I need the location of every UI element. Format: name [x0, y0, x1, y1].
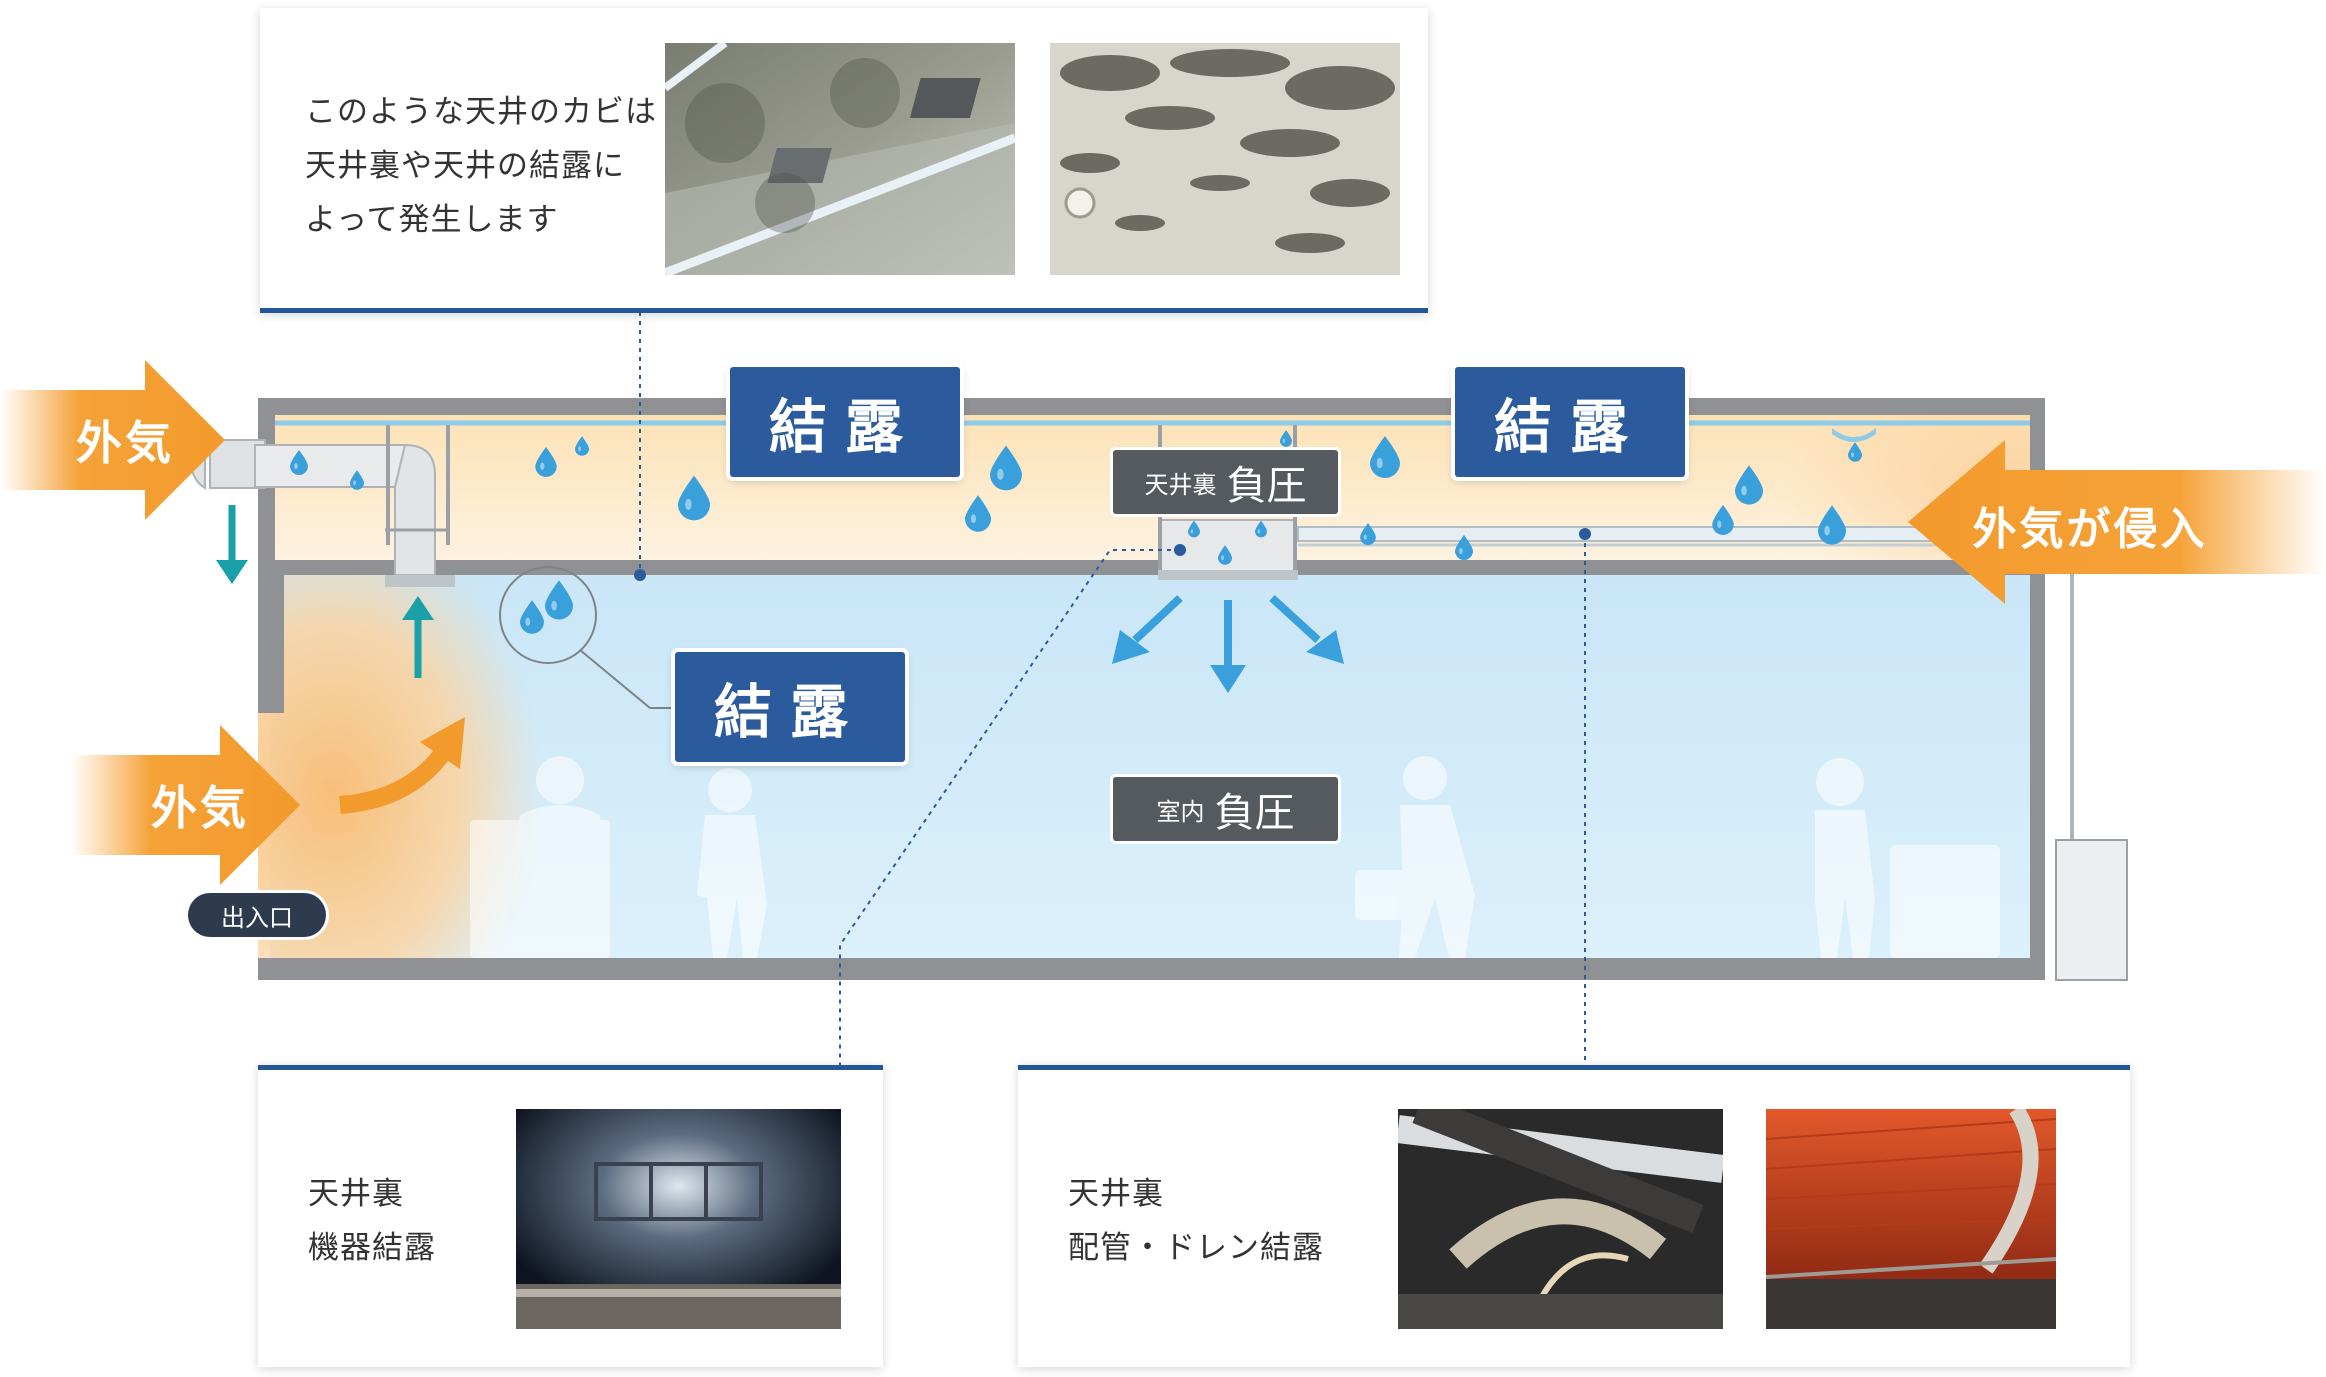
mold-explanation-text: このような天井のカビは 天井裏や天井の結露に よって発生します	[305, 94, 657, 238]
top-card-accent	[260, 308, 1428, 313]
equipment-condensation-text: 天井裏 機器結露	[308, 1176, 436, 1266]
bottom-right-card-accent	[1018, 1065, 2130, 1070]
condensation-tag-room: 結露	[675, 652, 905, 762]
blow-arrows	[1112, 595, 1344, 693]
ceiling-pressure-value: 負圧	[1226, 463, 1307, 509]
equipment-condensation-photo	[516, 1109, 841, 1329]
condensation-tag-ceiling-left: 結露	[730, 367, 960, 477]
ceiling-pressure-location: 天井裏	[1144, 470, 1217, 499]
condensation-tag-ceiling-right: 結露	[1455, 367, 1685, 477]
outside-air-label-bottom: 外気	[151, 781, 249, 835]
room-pressure-location: 室内	[1156, 797, 1205, 826]
room-negative-pressure-label: 室内 負圧	[1113, 777, 1338, 841]
mold-explanation-card: このような天井のカビは 天井裏や天井の結露に よって発生します	[260, 8, 1428, 313]
room-pressure-value: 負圧	[1214, 790, 1295, 836]
pipe-drain-condensation-text: 天井裏 配管・ドレン結露	[1068, 1176, 1324, 1266]
ceiling-duct	[190, 425, 455, 587]
moldy-ceiling-spots-photo	[1050, 43, 1400, 275]
outdoor-unit	[2055, 839, 2128, 981]
pipe-condensation-photo	[1398, 1109, 1723, 1329]
teal-arrows	[216, 505, 434, 678]
bottom-left-card-accent	[258, 1065, 883, 1070]
moldy-ceiling-vent-photo	[665, 43, 1015, 275]
equipment-condensation-card: 天井裏 機器結露	[258, 1065, 883, 1367]
outside-air-intrusion-label: 外気が侵入	[1972, 504, 2208, 555]
pipe-drain-condensation-card: 天井裏 配管・ドレン結露	[1018, 1065, 2130, 1367]
ceiling-negative-pressure-label: 天井裏 負圧	[1113, 450, 1338, 514]
outside-air-arrows	[0, 360, 2326, 885]
entrance-label: 出入口	[188, 893, 326, 937]
outside-air-label-top: 外気	[76, 416, 174, 470]
drain-condensation-photo	[1766, 1109, 2056, 1329]
